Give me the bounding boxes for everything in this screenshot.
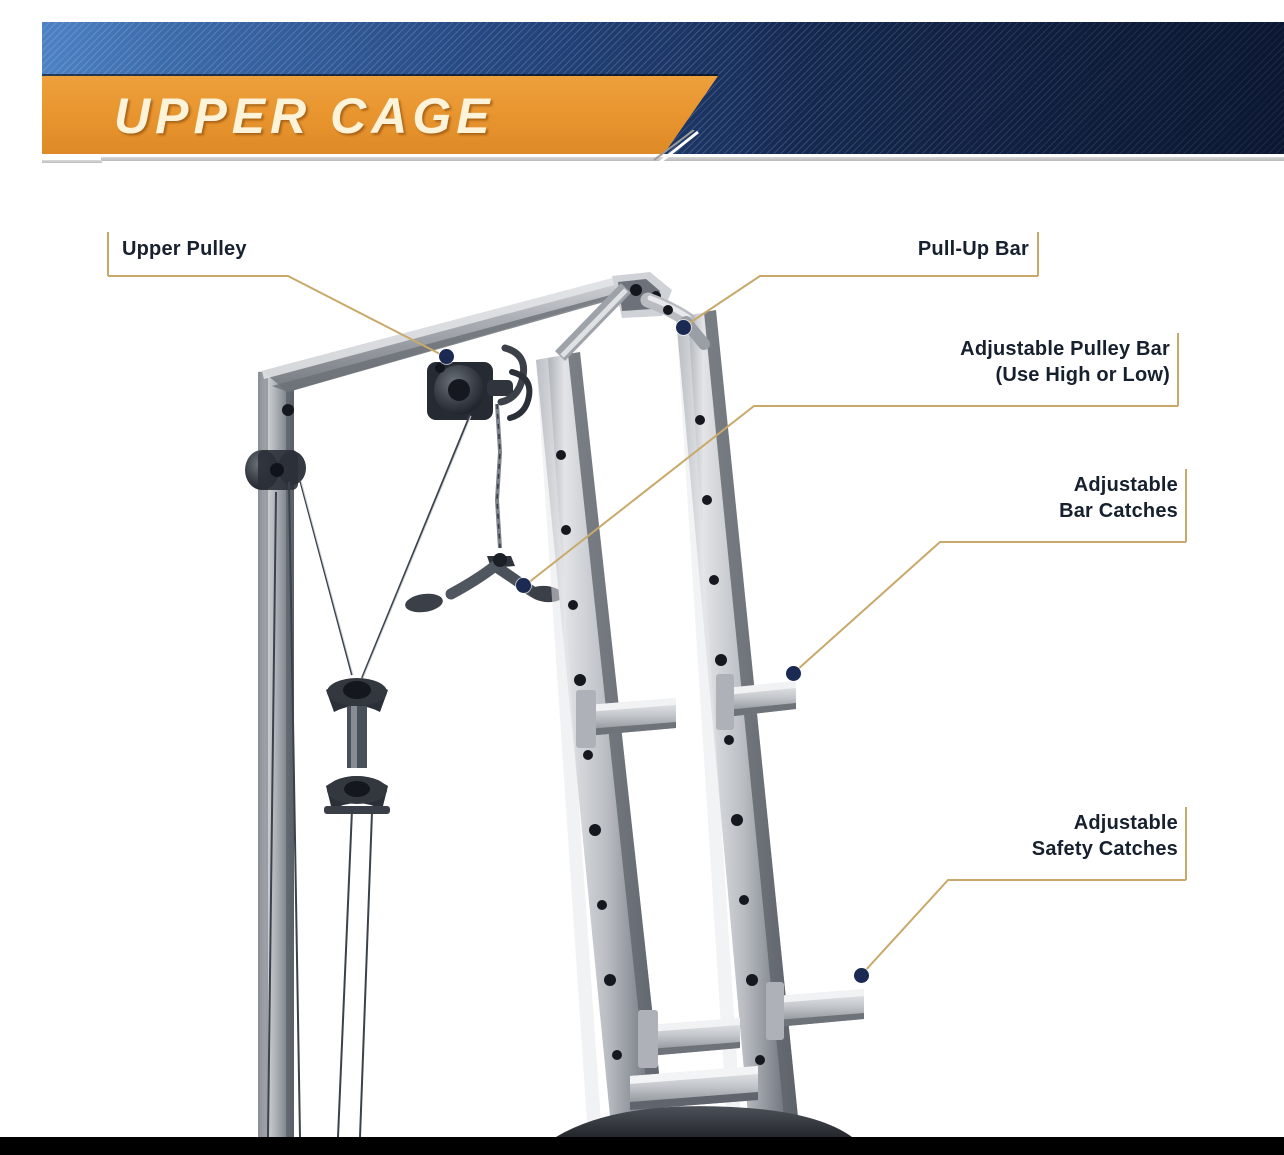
header-banner-group: UPPER CAGE — [42, 22, 1284, 154]
header-orange-banner — [42, 76, 718, 154]
callout-label-adjustable-bar-catches-line2: Bar Catches — [1059, 500, 1178, 522]
lat-pulldown-bar — [405, 553, 563, 613]
safety-catch-front — [638, 1010, 740, 1068]
callout-label-adjustable-safety-catches-line1: Adjustable — [1073, 812, 1178, 834]
header-rule — [101, 157, 1284, 161]
pulley-chain — [494, 403, 503, 549]
callout-label-upper-pulley: Upper Pulley — [122, 238, 247, 260]
apex-hardware — [554, 272, 672, 361]
cable-system-highlight — [300, 415, 472, 679]
callout-label-adjustable-pulley-bar-line1: Adjustable Pulley Bar — [960, 338, 1170, 360]
header-diagonal-accent — [653, 130, 699, 162]
callout-label-adjustable-pulley-bar-line2: (Use High or Low) — [995, 364, 1170, 386]
callout-label-pull-up-bar: Pull-Up Bar — [917, 238, 1029, 260]
callout-dot-upper-pulley — [439, 349, 454, 364]
tick-adjustable-safety-catches — [1185, 807, 1187, 880]
callout-dot-adjustable-bar-catches — [786, 666, 801, 681]
base-foot — [556, 1106, 852, 1137]
tick-adjustable-pulley-bar — [1177, 333, 1179, 406]
bar-catch-front — [576, 690, 676, 748]
banner-top-edge — [42, 74, 718, 77]
left-post-pulley — [245, 404, 306, 490]
footer-black-bar — [0, 1137, 1284, 1155]
callout-dot-pull-up-bar — [676, 320, 691, 335]
callout-dot-adjustable-pulley-bar — [516, 578, 531, 593]
page-title: UPPER CAGE — [114, 88, 495, 144]
bar-catch-rear — [716, 674, 796, 730]
lower-cross-brace — [630, 1066, 758, 1110]
callout-label-adjustable-safety-catches-line2: Safety Catches — [1031, 838, 1178, 860]
rear-vertical-post — [258, 368, 294, 1137]
tick-pull-up-bar — [1037, 232, 1039, 276]
cable-system — [267, 414, 471, 1138]
safety-catch-rear — [766, 982, 864, 1040]
header-rule-left-stub — [42, 160, 102, 163]
tick-adjustable-bar-catches — [1185, 469, 1187, 542]
callout-label-adjustable-bar-catches-line1: Adjustable — [1073, 474, 1178, 496]
tick-upper-pulley — [107, 232, 109, 276]
upper-pulley-assembly — [427, 344, 533, 421]
callout-dot-adjustable-safety-catches — [854, 968, 869, 983]
floating-pulley-block — [324, 678, 390, 814]
